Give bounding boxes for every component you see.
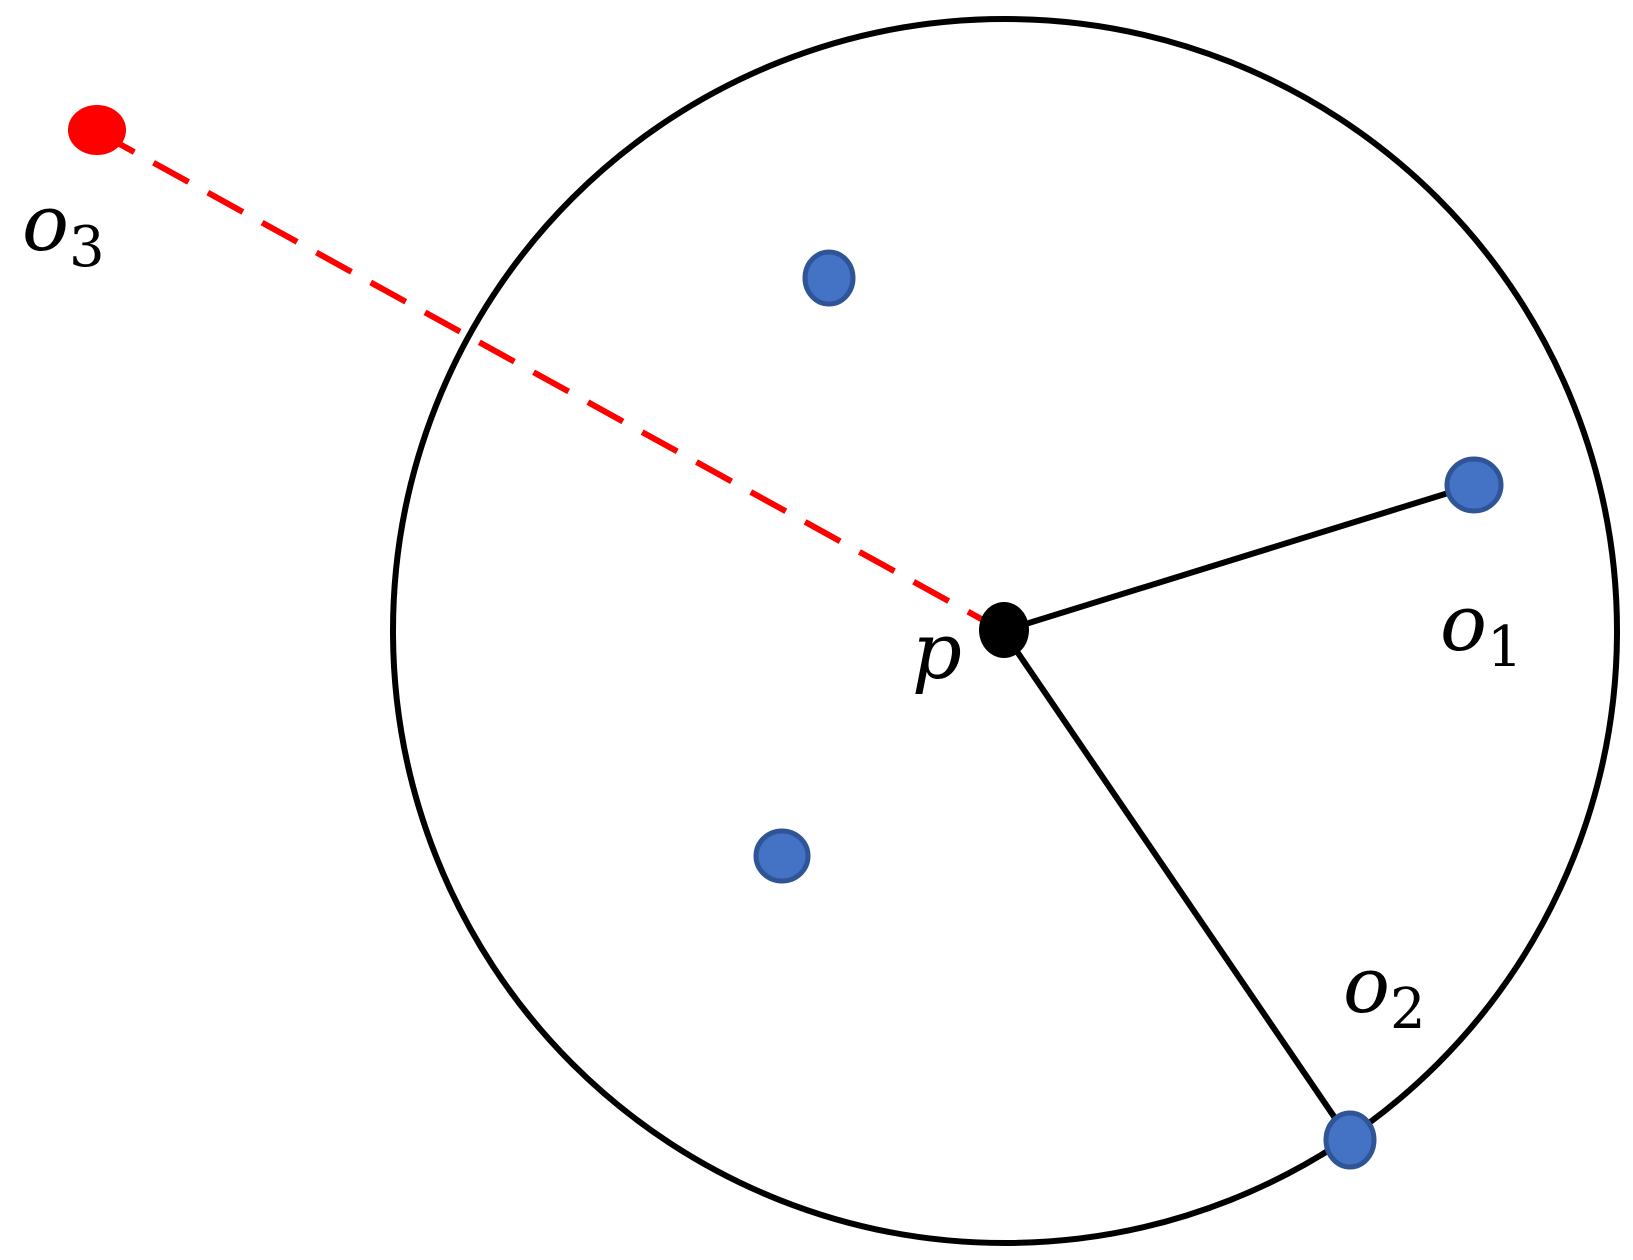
neighborhood-circle xyxy=(390,16,1620,1246)
neighbor-point-o1 xyxy=(1444,456,1504,514)
distance-line-p-o1 xyxy=(1002,482,1475,634)
distance-line-p-o3 xyxy=(94,128,1005,634)
center-point-p xyxy=(979,602,1029,658)
neighbor-point-bottom-left xyxy=(753,828,811,884)
neighbor-point-top xyxy=(802,249,856,307)
outlier-point-o3 xyxy=(68,105,126,155)
label-o1: o1 xyxy=(1440,579,1523,680)
label-o3: o3 xyxy=(22,179,105,280)
label-p: p xyxy=(912,607,962,697)
label-o2: o2 xyxy=(1343,941,1426,1042)
distance-line-p-o2 xyxy=(1000,629,1353,1142)
neighbor-point-o2 xyxy=(1323,1110,1377,1170)
